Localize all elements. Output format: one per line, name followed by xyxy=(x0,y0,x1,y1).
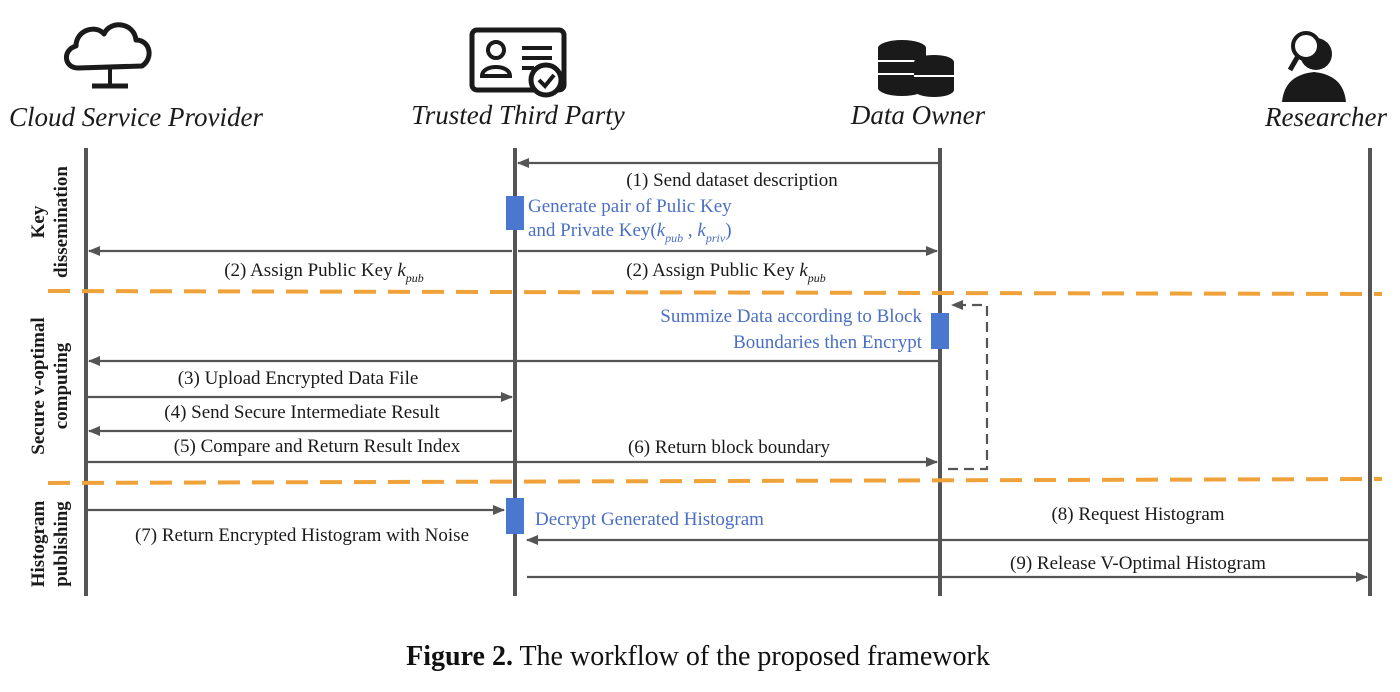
label-m4: (4) Send Secure Intermediate Result xyxy=(164,402,440,423)
database-icon xyxy=(878,40,954,97)
figure-caption: Figure 2. The workflow of the proposed f… xyxy=(406,641,990,672)
actor-researcher: Researcher xyxy=(1264,102,1387,132)
id-card-check-icon xyxy=(469,27,567,98)
arrow-owner-self-loop xyxy=(948,300,989,471)
label-m2-right: (2) Assign Public Key kpub xyxy=(626,260,826,285)
cloud-monitor-icon xyxy=(64,22,152,89)
phase-separator-2 xyxy=(47,477,1383,485)
note-decrypt: Decrypt Generated Histogram xyxy=(535,509,764,530)
researcher-magnifier-icon xyxy=(1282,31,1346,102)
phase-secure-computing: Secure v-optimal computing xyxy=(28,317,72,454)
phase-key-line1: Key xyxy=(28,205,49,238)
label-m1: (1) Send dataset description xyxy=(626,170,838,191)
phase-secure-line2: computing xyxy=(51,342,72,429)
phase-histogram-publishing: Histogram publishing xyxy=(28,501,72,588)
note-generate-line1: Generate pair of Pulic Key xyxy=(528,196,732,217)
actor-trusted-third-party: Trusted Third Party xyxy=(411,100,625,130)
phase-secure-line1: Secure v-optimal xyxy=(28,317,49,454)
activation-ttp-decrypt xyxy=(506,498,524,534)
actor-cloud-service-provider: Cloud Service Provider xyxy=(9,102,263,132)
phase-separator-1 xyxy=(47,289,1383,296)
label-m8: (8) Request Histogram xyxy=(1051,504,1224,525)
label-m7: (7) Return Encrypted Histogram with Nois… xyxy=(135,525,469,546)
phase-key-line2: dissemination xyxy=(51,166,72,278)
phase-hist-line2: publishing xyxy=(51,501,72,587)
activation-owner-summarize xyxy=(931,313,949,349)
label-m3: (3) Upload Encrypted Data File xyxy=(178,368,419,389)
label-m9: (9) Release V-Optimal Histogram xyxy=(1010,553,1266,574)
label-m6: (6) Return block boundary xyxy=(628,437,831,458)
label-m2-left: (2) Assign Public Key kpub xyxy=(224,260,424,285)
note-summarize-line1: Summize Data according to Block xyxy=(660,306,922,327)
actor-data-owner: Data Owner xyxy=(850,100,986,130)
note-generate-line2: and Private Key(kpub , kpriv) xyxy=(528,220,732,245)
note-summarize-line2: Boundaries then Encrypt xyxy=(733,332,923,353)
phase-key-dissemination: Key dissemination xyxy=(28,166,72,278)
label-m5: (5) Compare and Return Result Index xyxy=(174,436,461,457)
phase-hist-line1: Histogram xyxy=(28,501,49,588)
activation-ttp-generate xyxy=(506,196,524,230)
